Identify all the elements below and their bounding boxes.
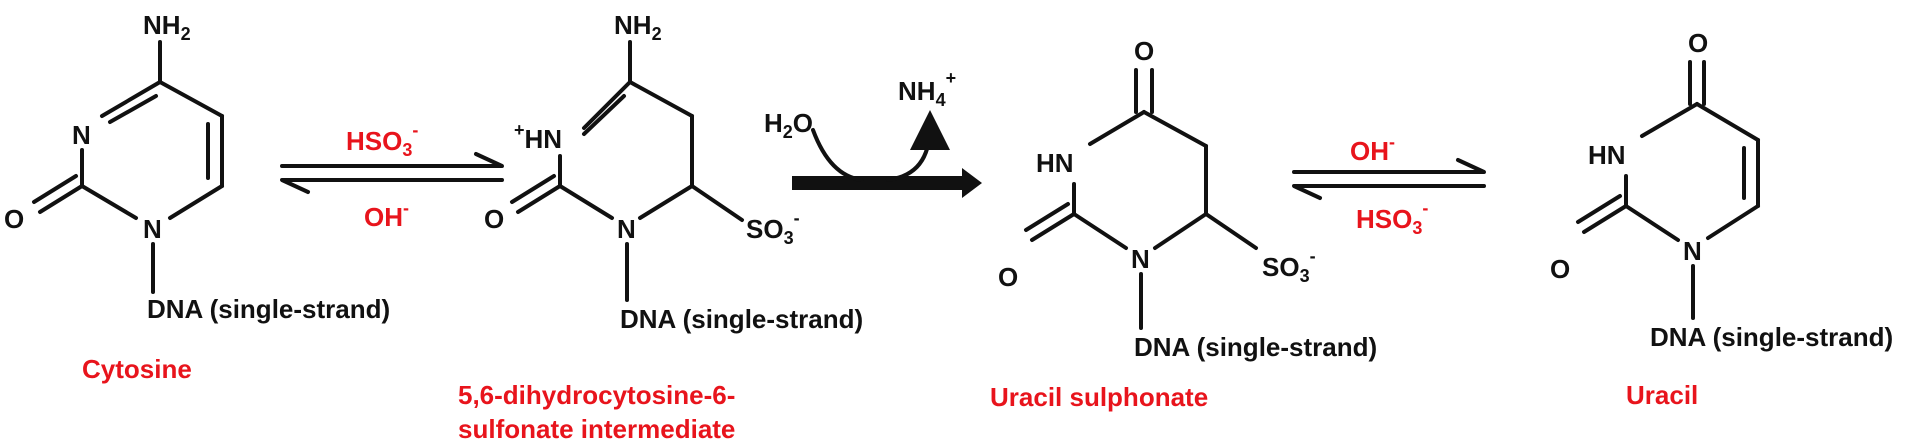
deamination-arrow: H2O NH4+ — [764, 68, 982, 198]
intermediate-structure: NH2 +HN N O SO3- DNA (single-strand) 5,6… — [458, 10, 863, 444]
reagent-bisulfite-forward: HSO3- — [346, 120, 418, 160]
uracil-n3h: HN — [1588, 140, 1626, 170]
uracil-sulphonate-n1: N — [1131, 244, 1150, 274]
cytosine-bonds — [32, 40, 224, 294]
uracil-bonds — [1576, 60, 1760, 320]
equilibrium-arrows-1: HSO3- OH- — [280, 120, 504, 232]
uracil-sulphonate-bonds — [1024, 68, 1258, 330]
ammonium-product: NH4+ — [898, 68, 956, 110]
dna-attachment-label: DNA (single-strand) — [147, 294, 390, 324]
equilibrium-arrows-2: OH- HSO3- — [1292, 132, 1486, 238]
uracil-n1: N — [1683, 236, 1702, 266]
uracil-dna-label: DNA (single-strand) — [1650, 322, 1893, 352]
cytosine-name: Cytosine — [82, 354, 192, 384]
ring-nitrogen-n3: N — [72, 120, 91, 150]
uracil-sulphonate-c4-oxygen: O — [1134, 36, 1154, 66]
reagent-bisulfite-reverse: HSO3- — [1356, 198, 1428, 238]
reagent-hydroxide-forward: OH- — [1350, 132, 1395, 166]
cytosine-structure: NH2 N N O DNA (single-strand) Cytosine — [4, 10, 390, 384]
uracil-sulphonate-dna-label: DNA (single-strand) — [1134, 332, 1377, 362]
carbonyl-oxygen: O — [4, 204, 24, 234]
uracil-sulphonate-structure: O HN N O SO3- DNA (single-strand) Uracil… — [990, 36, 1377, 412]
ring-nitrogen-n1: N — [143, 214, 162, 244]
uracil-structure: O HN N O DNA (single-strand) Uracil — [1550, 28, 1893, 410]
uracil-name: Uracil — [1626, 380, 1698, 410]
intermediate-name-line1: 5,6-dihydrocytosine-6- — [458, 380, 735, 410]
intermediate-name-line2: sulfonate intermediate — [458, 414, 735, 444]
intermediate-ring-nitrogen: N — [617, 214, 636, 244]
protonated-nitrogen-label: +HN — [514, 120, 562, 154]
uracil-sulphonate-sulfonate: SO3- — [1262, 246, 1316, 286]
uracil-sulphonate-name: Uracil sulphonate — [990, 382, 1208, 412]
reagent-hydroxide-reverse: OH- — [364, 198, 409, 232]
uracil-sulphonate-c2-oxygen: O — [998, 262, 1018, 292]
intermediate-carbonyl-oxygen: O — [484, 204, 504, 234]
uracil-c4-oxygen: O — [1688, 28, 1708, 58]
amino-group-label: NH2 — [143, 10, 191, 44]
uracil-c2-oxygen: O — [1550, 254, 1570, 284]
intermediate-dna-label: DNA (single-strand) — [620, 304, 863, 334]
water-reagent: H2O — [764, 108, 813, 142]
intermediate-sulfonate-label: SO3- — [746, 208, 800, 248]
uracil-sulphonate-n3h: HN — [1036, 148, 1074, 178]
intermediate-bonds — [510, 40, 744, 302]
intermediate-amino-label: NH2 — [614, 10, 662, 44]
